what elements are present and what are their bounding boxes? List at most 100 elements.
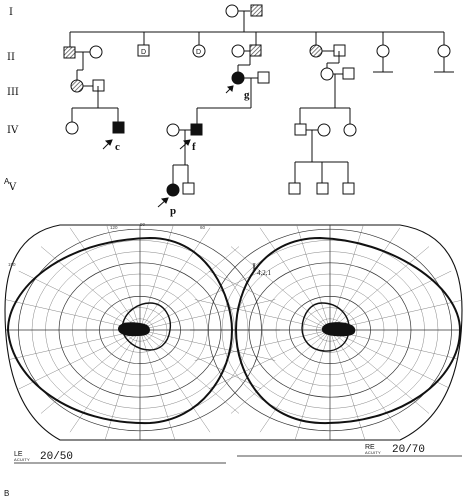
right-eye-scotoma [321, 322, 356, 337]
right-eye-grid-meridian [329, 329, 462, 361]
left-eye-grid-meridian [139, 246, 240, 331]
left-eye-grid-meridian [139, 270, 262, 331]
gen4-male-affected-c [112, 121, 125, 134]
svg-text:D: D [196, 49, 201, 56]
gen1-male-carrier [250, 4, 263, 17]
left-eye-label: LE [14, 451, 23, 458]
right-eye-grid-meridian [194, 299, 331, 331]
gen3-female-affected-g [231, 71, 245, 85]
right-eye-grid-meridian [329, 246, 430, 331]
right-eye-grid-meridian [259, 329, 331, 433]
meridian-label-120: 120 [110, 225, 118, 230]
generation-label-3: III [7, 87, 19, 98]
left-eye-grid-meridian [139, 329, 211, 433]
left-eye-grid-meridian [5, 329, 141, 361]
gen4-spouse-f [166, 123, 180, 137]
gen3-female-carrier [70, 79, 84, 93]
gen4-male-affected-f [190, 123, 203, 136]
visual-field-chart: 120 90 60 150 I 4,2,1 LE ACUITY 20/50 RE… [4, 222, 463, 498]
gen2-female-a [376, 44, 390, 58]
gen2-male-d1 [137, 44, 150, 57]
left-eye-grid-meridian [5, 299, 141, 331]
left-eye-grid-meridian [18, 270, 141, 331]
right-eye-grid-meridian [329, 329, 452, 390]
left-eye-grid-meridian [139, 329, 240, 414]
left-eye-middle-isopter [121, 302, 172, 351]
right-eye-outer-isopter [234, 236, 462, 425]
right-eye-grid-meridian [329, 270, 452, 331]
gen2-spouse-2 [231, 44, 245, 58]
pedigree: I II III IV V D D [7, 4, 454, 217]
right-eye-grid-meridian [329, 329, 430, 414]
right-eye-acuity: 20/70 [392, 444, 425, 456]
right-eye-label: RE [365, 444, 375, 451]
meridian-label-90: 90 [140, 222, 146, 227]
isopter-sublabel: 4,2,1 [257, 269, 272, 277]
right-eye-grid-meridian [329, 329, 401, 433]
left-eye-grid-meridian [40, 329, 141, 414]
gen3-spouse-3 [342, 67, 355, 80]
meridian-label-150: 150 [8, 262, 16, 267]
gen5-female-affected-p [166, 183, 180, 197]
right-eye-grid-meridian [230, 246, 331, 331]
left-eye-grid-meridian [18, 329, 141, 390]
right-eye-grid-meridian [208, 270, 331, 331]
left-eye-grid-meridian [103, 329, 141, 440]
gen2-spouse-1 [89, 45, 103, 59]
gen4-spouse-2 [317, 123, 331, 137]
generation-label-1: I [9, 7, 13, 18]
left-eye-grid-meridian [139, 299, 276, 331]
gen2-female-b [437, 44, 451, 58]
left-eye-outer-isopter [6, 236, 234, 425]
left-eye-grid-meridian [69, 329, 141, 433]
generation-label-4: IV [7, 125, 19, 136]
isopter-label: I [252, 260, 256, 274]
proband-label-f: f [192, 141, 196, 153]
gen1-female [225, 4, 239, 18]
left-eye-scotoma [118, 322, 150, 337]
left-eye-grid-meridian [139, 329, 262, 390]
left-eye-grid-meridian [139, 329, 276, 361]
right-eye-grid-meridian [293, 329, 331, 440]
right-eye-grid-meridian [329, 329, 367, 440]
right-eye-grid-meridian [293, 225, 331, 331]
left-eye-acuity-caption: ACUITY [14, 457, 30, 462]
panel-label-a: A [4, 177, 10, 186]
gen3-female-2 [320, 67, 334, 81]
gen2-female-d [192, 44, 206, 58]
gen2-male-carrier-1 [63, 46, 76, 59]
proband-label-c: c [115, 141, 120, 153]
gen5-child-2 [316, 182, 329, 195]
right-eye-grid-meridian [230, 329, 331, 414]
left-eye-grid-meridian [139, 329, 177, 440]
gen5-male [182, 182, 195, 195]
right-eye-grid-meridian [329, 225, 367, 331]
gen4-male-2 [294, 123, 307, 136]
left-eye-grid-meridian [139, 227, 211, 331]
right-eye-acuity-caption: ACUITY [365, 450, 381, 455]
proband-label-g: g [244, 89, 250, 101]
left-eye-acuity: 20/50 [40, 451, 73, 463]
gen3-spouse-2 [257, 71, 270, 84]
left-eye-grid-meridian [139, 225, 177, 331]
proband-label-p: p [170, 205, 176, 217]
gen2-male-carrier-2 [249, 44, 262, 57]
right-eye-grid-meridian [259, 227, 331, 331]
right-eye-grid [190, 225, 462, 440]
gen5-child-1 [288, 182, 301, 195]
generation-label-5: V [8, 182, 17, 193]
right-eye-grid-meridian [194, 329, 331, 361]
svg-text:D: D [141, 49, 146, 56]
right-eye-grid-meridian [329, 227, 401, 331]
gen2-female-carrier [309, 44, 323, 58]
panel-label-b: B [4, 489, 9, 498]
right-eye-grid-meridian [208, 329, 331, 390]
gen4-female [65, 121, 79, 135]
left-eye-grid-meridian [40, 246, 141, 331]
gen4-female-2 [343, 123, 357, 137]
meridian-label-60: 60 [200, 225, 206, 230]
chart-frame [4, 224, 463, 441]
generation-label-2: II [7, 52, 15, 63]
